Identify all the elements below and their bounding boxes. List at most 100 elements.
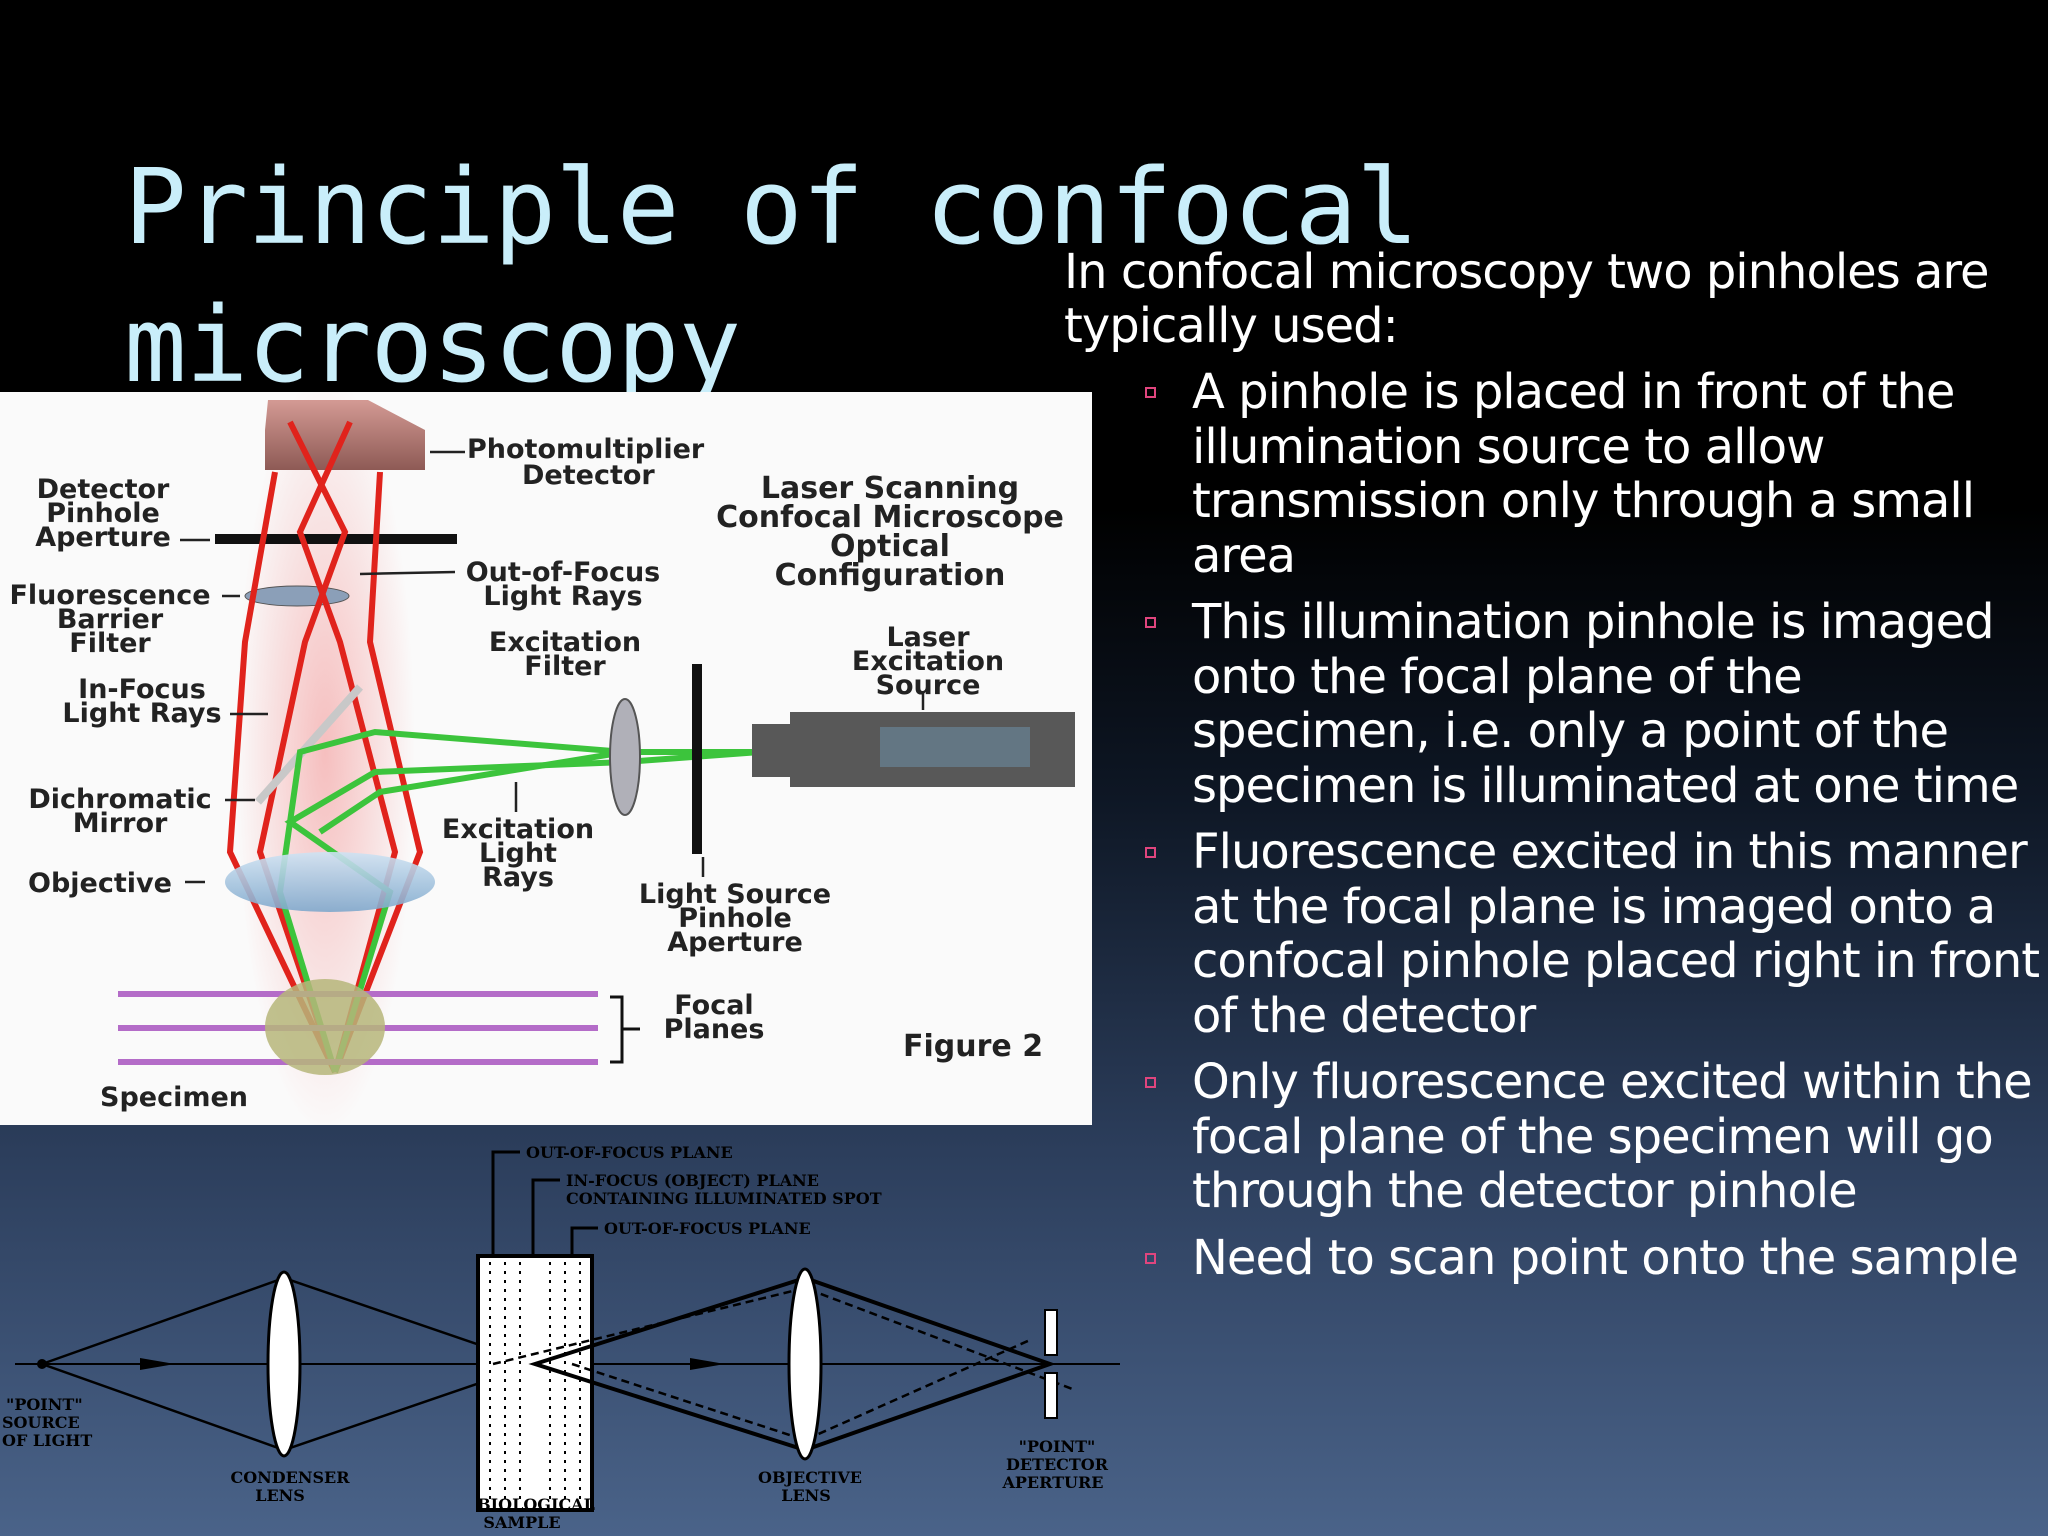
dichromatic-mirror bbox=[255, 684, 363, 805]
out-of-focus-rays bbox=[492, 1286, 1076, 1442]
label-biological-sample: BIOLOGICAL bbox=[477, 1495, 595, 1514]
bullet-square-icon bbox=[1145, 1252, 1156, 1264]
label-barrier-filter-2: Barrier bbox=[57, 604, 164, 635]
label-barrier-filter: Fluorescence bbox=[9, 580, 210, 611]
label-condenser: CONDENSER bbox=[230, 1468, 350, 1487]
bullet-square-icon bbox=[1145, 1077, 1156, 1088]
label-point-source: "POINT" bbox=[6, 1395, 83, 1414]
bullet-square-icon bbox=[1145, 387, 1156, 398]
label-focal-planes: Focal bbox=[674, 990, 753, 1021]
bullet-square-icon bbox=[1145, 617, 1156, 628]
label-excitation-filter: Excitation bbox=[489, 627, 641, 658]
imaging-rays bbox=[528, 1275, 1057, 1453]
barrier-filter-icon bbox=[244, 585, 350, 607]
bullet-item: This illumination pinhole is imaged onto… bbox=[1140, 595, 2040, 813]
bullet-item: A pinhole is placed in front of the illu… bbox=[1140, 365, 2040, 583]
label-detector-pinhole-2: Pinhole bbox=[46, 498, 160, 529]
bullet-text: A pinhole is placed in front of the illu… bbox=[1192, 364, 1975, 584]
bullet-text: This illumination pinhole is imaged onto… bbox=[1192, 594, 2019, 814]
arrow-right-icon bbox=[690, 1358, 725, 1370]
label-excitation-filter-2: Filter bbox=[524, 651, 606, 682]
label-barrier-filter-3: Filter bbox=[69, 628, 151, 659]
label-out-of-focus: Out-of-Focus bbox=[466, 557, 661, 588]
focal-planes-bracket bbox=[610, 995, 640, 1064]
label-light-source-pinhole: Light Source bbox=[639, 879, 831, 910]
excitation-rays bbox=[276, 728, 761, 1073]
label-laser-source-3: Source bbox=[876, 670, 981, 701]
label-in-focus-plane: IN-FOCUS (OBJECT) PLANE bbox=[566, 1171, 819, 1190]
label-out-of-focus-2: Light Rays bbox=[483, 581, 642, 612]
bullet-list: A pinhole is placed in front of the illu… bbox=[1140, 365, 2040, 1297]
detector-aperture-bottom bbox=[1044, 1372, 1058, 1419]
label-dichromatic: Dichromatic bbox=[28, 784, 211, 815]
bullet-item: Fluorescence excited in this manner at t… bbox=[1140, 825, 2040, 1043]
intro-text: In confocal microscopy two pinholes are … bbox=[1064, 244, 1990, 354]
emission-rays bbox=[226, 420, 424, 1074]
bullet-item: Only fluorescence excited within the foc… bbox=[1140, 1055, 2040, 1219]
label-photomultiplier: Photomultiplier bbox=[467, 434, 705, 465]
leader-lines bbox=[180, 450, 925, 884]
figure-heading-2: Confocal Microscope bbox=[716, 500, 1064, 535]
label-detector-pinhole-3: Aperture bbox=[35, 522, 171, 553]
figure-heading-1: Laser Scanning bbox=[761, 471, 1019, 506]
pinhole-schematic: OUT-OF-FOCUS PLANE IN-FOCUS (OBJECT) PLA… bbox=[2, 1143, 1120, 1532]
objective-lens-icon bbox=[787, 1267, 823, 1461]
label-objective-lens: OBJECTIVE bbox=[758, 1468, 862, 1487]
label-point-source-2: SOURCE bbox=[2, 1413, 80, 1432]
label-light-source-pinhole-3: Aperture bbox=[667, 927, 803, 958]
label-excitation-light-2: Light bbox=[479, 838, 557, 869]
biological-sample-icon bbox=[476, 1254, 594, 1512]
label-light-source-pinhole-2: Pinhole bbox=[678, 903, 792, 934]
figure-caption: Figure 2 bbox=[903, 1029, 1043, 1064]
bullet-item: Need to scan point onto the sample bbox=[1140, 1229, 2040, 1286]
detector-pinhole-bar bbox=[215, 534, 457, 544]
label-laser-source: Laser bbox=[886, 622, 970, 653]
condenser-lens-icon bbox=[266, 1270, 302, 1458]
label-dichromatic-2: Mirror bbox=[73, 808, 168, 839]
label-detector-pinhole: Detector bbox=[37, 474, 170, 505]
label-point-detector-2: DETECTOR bbox=[1006, 1455, 1109, 1474]
bullet-text: Need to scan point onto the sample bbox=[1192, 1229, 2019, 1286]
label-point-detector-3: APERTURE bbox=[1001, 1473, 1103, 1492]
specimen-icon bbox=[265, 979, 385, 1075]
label-excitation-light-3: Rays bbox=[482, 862, 554, 893]
label-objective: Objective bbox=[28, 868, 172, 899]
label-excitation-light: Excitation bbox=[442, 814, 594, 845]
bullet-text: Only fluorescence excited within the foc… bbox=[1192, 1054, 2033, 1219]
arrow-right-icon bbox=[140, 1358, 175, 1370]
label-condenser-2: LENS bbox=[255, 1486, 305, 1505]
label-biological-sample-2: SAMPLE bbox=[483, 1513, 560, 1532]
label-focal-planes-2: Planes bbox=[664, 1014, 765, 1045]
label-laser-source-2: Excitation bbox=[852, 646, 1004, 677]
label-in-focus: In-Focus bbox=[78, 674, 206, 705]
label-in-focus-plane-2: CONTAINING ILLUMINATED SPOT bbox=[566, 1189, 882, 1208]
figure-heading-3: Optical bbox=[830, 529, 950, 564]
label-objective-lens-2: LENS bbox=[781, 1486, 831, 1505]
slide-title: Principle of confocal microscopy bbox=[124, 146, 1419, 406]
laser-internals bbox=[880, 727, 1030, 767]
point-source-icon bbox=[37, 1359, 47, 1369]
figure-heading-4: Configuration bbox=[775, 558, 1006, 593]
objective-lens-icon bbox=[225, 852, 435, 912]
label-point-source-3: OF LIGHT bbox=[2, 1431, 92, 1450]
label-out-of-focus-bottom: OUT-OF-FOCUS PLANE bbox=[604, 1219, 811, 1238]
